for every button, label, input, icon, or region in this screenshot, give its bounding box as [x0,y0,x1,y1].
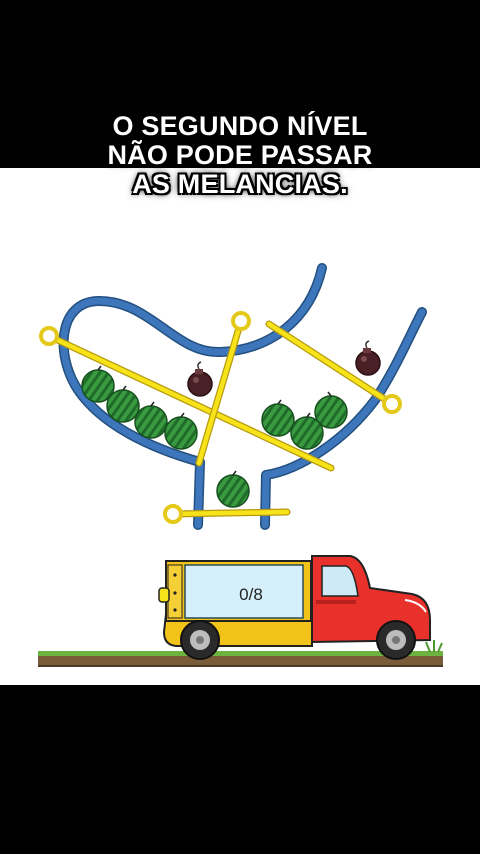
watermelon-icon [216,470,250,508]
pin-bottom[interactable] [163,504,291,524]
truck: 0/8 [158,555,431,660]
pin-handle-icon[interactable] [231,311,251,331]
watermelon-icon [290,412,324,450]
left-pipe [60,264,326,529]
caption-line-3: AS MELANCIAS. [132,169,348,199]
bomb-icon [355,340,381,376]
caption-line-1: O SEGUNDO NÍVEL [112,111,368,141]
right-pipe [261,308,426,529]
wheel-front [376,620,416,660]
pin-handle-icon[interactable] [163,504,183,524]
bombs [187,340,381,397]
video-caption: O SEGUNDO NÍVEL NÃO PODE PASSAR AS MELAN… [0,112,480,199]
top-black-bar [0,0,480,168]
watermelon-icon [261,399,295,437]
watermelon-icon [106,385,140,423]
pin-right[interactable] [265,320,402,414]
watermelon-icon [81,365,115,403]
bottom-black-bar [0,685,480,854]
pins[interactable] [39,311,402,524]
pin-long-left[interactable] [39,326,335,472]
grass-tuft [425,640,443,653]
ground [38,651,443,667]
bomb-icon [187,361,213,397]
watermelon-icon [314,391,348,429]
pipe-network [58,263,427,530]
watermelon-counter: 0/8 [239,585,263,604]
wheel-rear [180,620,220,660]
watermelon-icon [134,401,168,439]
watermelon-icon [164,412,198,450]
pin-handle-icon[interactable] [382,394,402,414]
pin-diagonal-center[interactable] [195,311,251,467]
caption-line-2: NÃO PODE PASSAR [107,140,373,170]
watermelons [81,365,348,508]
pin-handle-icon[interactable] [39,326,59,346]
